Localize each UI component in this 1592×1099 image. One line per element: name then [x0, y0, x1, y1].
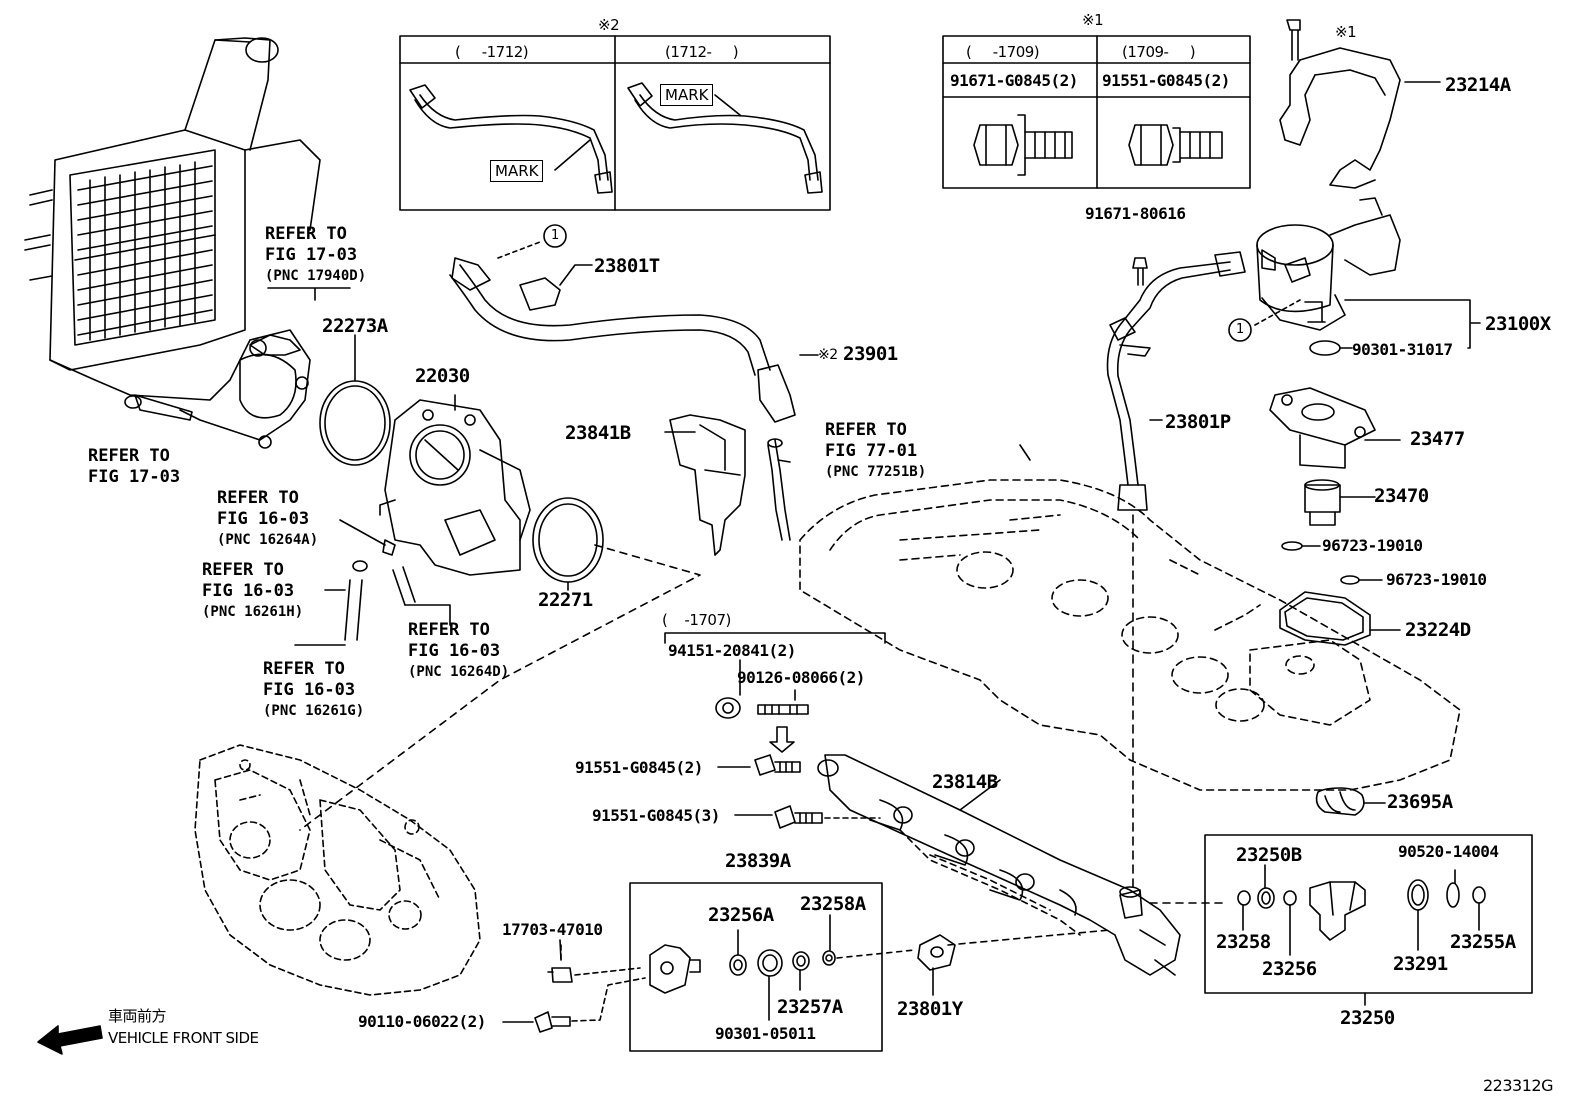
mark-label-1: MARK — [490, 160, 544, 182]
part-23224D[interactable]: 23224D — [1405, 619, 1471, 641]
part-23250B[interactable]: 23250B — [1236, 844, 1302, 866]
part-90126-08066[interactable]: 90126-08066(2) — [737, 668, 865, 687]
part-91671-80616[interactable]: 91671-80616 — [1085, 204, 1186, 223]
part-23801Y[interactable]: 23801Y — [897, 998, 963, 1020]
part-23839A[interactable]: 23839A — [725, 850, 791, 872]
part-90110-06022[interactable]: 90110-06022(2) — [358, 1012, 486, 1031]
ref-fig-17-03-top[interactable]: REFER TO FIG 17-03 (PNC 17940D) — [265, 224, 367, 284]
bracket-23214A-drawing — [1279, 19, 1441, 189]
gasket-23801Y-drawing — [917, 934, 956, 971]
bolt-90110-drawing — [534, 1011, 571, 1033]
part-23100X[interactable]: 23100X — [1485, 313, 1551, 335]
gasket-22271-drawing — [532, 497, 604, 583]
vehicle-front-arrow — [37, 1025, 103, 1055]
part-23801T[interactable]: 23801T — [594, 255, 660, 277]
part-23814B[interactable]: 23814B — [932, 771, 998, 793]
range-1707: ( -1707) — [662, 611, 731, 629]
ref-fig-77-01[interactable]: REFER TO FIG 77-01 (PNC 77251B) — [825, 420, 927, 480]
bracket-23841B-drawing — [664, 414, 746, 556]
ref-fig-17-03-left[interactable]: REFER TO FIG 17-03 — [88, 446, 181, 487]
note1-mark-bolt: ※1 — [1335, 23, 1357, 41]
bolts-91551-drawing — [717, 754, 881, 829]
part-23214A[interactable]: 23214A — [1445, 74, 1511, 96]
circle-ref-1a: 1 — [551, 228, 559, 243]
table-note2-range-1: ( -1712) — [455, 43, 529, 61]
part-23258[interactable]: 23258 — [1216, 931, 1271, 953]
vehicle-front-en: VEHICLE FRONT SIDE — [108, 1029, 259, 1047]
note2-mark: ※2 — [598, 16, 620, 34]
part-23470[interactable]: 23470 — [1374, 485, 1429, 507]
circle-ref-1b: 1 — [1236, 322, 1244, 337]
ref-fig-16-03-16261G[interactable]: REFER TO FIG 16-03 (PNC 16261G) — [263, 659, 365, 719]
part-17703-47010[interactable]: 17703-47010 — [502, 920, 603, 939]
hose-16264D — [392, 566, 416, 606]
pipe-77-01 — [767, 439, 791, 541]
pump-23100X-drawing — [1256, 197, 1401, 331]
box-23250 — [1204, 834, 1533, 994]
part-23695A[interactable]: 23695A — [1387, 791, 1453, 813]
spacer-23477-drawing — [1269, 387, 1401, 469]
part-23841B[interactable]: 23841B — [565, 422, 631, 444]
part-23901[interactable]: 23901 — [843, 343, 898, 365]
throttle-body-drawing — [379, 399, 531, 576]
part-22030[interactable]: 22030 — [415, 365, 470, 387]
figure-code: 223312G — [1483, 1076, 1553, 1095]
part-23801P[interactable]: 23801P — [1165, 411, 1231, 433]
ref-fig-16-03-16261H[interactable]: REFER TO FIG 16-03 (PNC 16261H) — [202, 560, 304, 620]
part-23257A[interactable]: 23257A — [777, 996, 843, 1018]
bushing-23470-drawing — [1304, 479, 1376, 526]
table-note1-part-2: 91551-G0845(2) — [1102, 71, 1230, 90]
part-91551-G0845-3[interactable]: 91551-G0845(3) — [592, 806, 720, 825]
fasteners-1707-drawing — [664, 632, 886, 753]
gasket-22273A-drawing — [319, 380, 391, 466]
table-note2-hoses — [409, 82, 823, 194]
part-96723-19010-a[interactable]: 96723-19010 — [1322, 536, 1423, 555]
fuel-rail-23814B-drawing — [817, 754, 1181, 976]
mark-label-2: MARK — [660, 84, 714, 106]
bracket-17-03 — [267, 287, 351, 301]
table-note2-range-2: (1712- ) — [665, 43, 739, 61]
part-23901-note: ※2 — [818, 347, 838, 363]
part-23256A[interactable]: 23256A — [708, 904, 774, 926]
box-23839A — [629, 882, 883, 1052]
part-23291[interactable]: 23291 — [1393, 953, 1448, 975]
ref-fig-16-03-16264A[interactable]: REFER TO FIG 16-03 (PNC 16264A) — [217, 488, 319, 548]
vehicle-front-jp: 車両前方 — [108, 1007, 167, 1025]
part-96723-19010-b[interactable]: 96723-19010 — [1386, 570, 1487, 589]
note1-mark: ※1 — [1082, 11, 1104, 29]
bolt-17703-drawing — [547, 967, 573, 983]
ref-fig-16-03-16264D[interactable]: REFER TO FIG 16-03 (PNC 16264D) — [408, 620, 510, 680]
table-note1-range-1: ( -1709) — [966, 43, 1040, 61]
table-note1-range-2: (1709- ) — [1122, 43, 1196, 61]
clip-23695A-drawing — [1315, 787, 1365, 816]
part-23250[interactable]: 23250 — [1340, 1007, 1395, 1029]
table-note1-bolts — [973, 114, 1223, 176]
part-22273A[interactable]: 22273A — [322, 315, 388, 337]
intercooler-drawing — [24, 37, 321, 449]
sensor-parts-drawing — [649, 914, 1111, 1021]
part-23258A[interactable]: 23258A — [800, 893, 866, 915]
part-91551-G0845-2[interactable]: 91551-G0845(2) — [575, 758, 703, 777]
table-note1-part-1: 91671-G0845(2) — [950, 71, 1078, 90]
part-90301-31017[interactable]: 90301-31017 — [1352, 340, 1453, 359]
part-23477[interactable]: 23477 — [1410, 428, 1465, 450]
cylinder-head-drawing — [799, 479, 1461, 791]
fuel-pipe-23801P-drawing — [1106, 251, 1246, 511]
part-90301-05011[interactable]: 90301-05011 — [715, 1024, 816, 1043]
part-23255A[interactable]: 23255A — [1450, 931, 1516, 953]
injector-parts-drawing — [1237, 864, 1486, 956]
intake-manifold-drawing — [194, 744, 481, 996]
gasket-23224D-drawing — [1279, 591, 1371, 646]
part-22271[interactable]: 22271 — [538, 589, 593, 611]
part-90520-14004[interactable]: 90520-14004 — [1398, 842, 1499, 861]
vacuum-hose-23901-drawing — [449, 241, 819, 423]
part-23256[interactable]: 23256 — [1262, 958, 1317, 980]
part-94151-20841[interactable]: 94151-20841(2) — [668, 641, 796, 660]
